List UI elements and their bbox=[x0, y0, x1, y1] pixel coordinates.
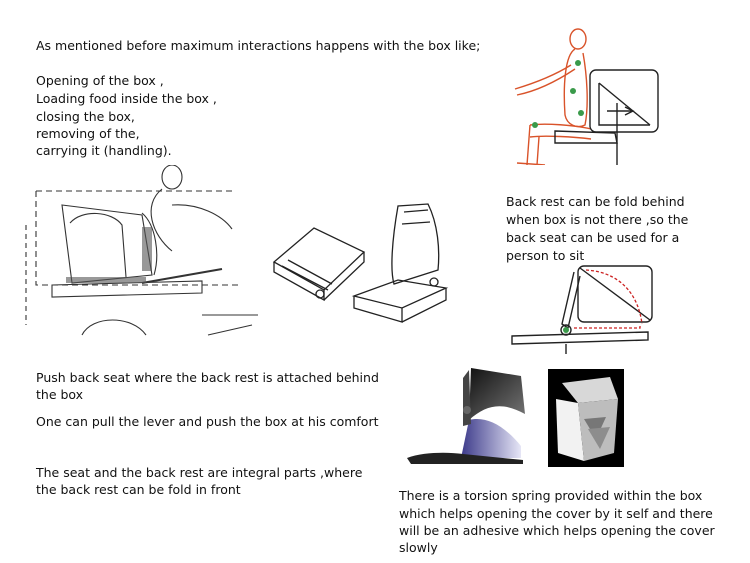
integral-note-line2: the back rest can be fold in front bbox=[36, 482, 241, 497]
intro-item-close: closing the box, bbox=[36, 109, 135, 124]
torsion-note-line3: will be an adhesive which helps opening … bbox=[399, 523, 715, 538]
torsion-note-line2: which helps opening the cover by it self… bbox=[399, 506, 713, 521]
intro-item-remove: removing of the, bbox=[36, 126, 140, 141]
push-note-line1: Push back seat where the back rest is at… bbox=[36, 370, 379, 385]
car-interior-sketch bbox=[22, 165, 262, 337]
backrest-note-line4: person to sit bbox=[506, 248, 585, 263]
backrest-note-line2: when box is not there ,so the bbox=[506, 212, 689, 227]
seat-fold-sketch bbox=[268, 200, 458, 330]
intro-item-open: Opening of the box , bbox=[36, 73, 164, 88]
box-open-render bbox=[548, 369, 624, 467]
torsion-note-line4: slowly bbox=[399, 540, 438, 555]
intro-item-carry: carrying it (handling). bbox=[36, 143, 172, 158]
box-seat-render bbox=[403, 364, 528, 469]
torsion-note-line1: There is a torsion spring provided withi… bbox=[399, 488, 703, 503]
integral-note-line1: The seat and the back rest are integral … bbox=[36, 465, 363, 480]
backrest-note-line3: back seat can be used for a bbox=[506, 230, 680, 245]
seated-person-sketch bbox=[505, 25, 670, 165]
intro-heading: As mentioned before maximum interactions… bbox=[36, 38, 481, 53]
push-note-line2: the box bbox=[36, 387, 84, 402]
lever-note: One can pull the lever and push the box … bbox=[36, 414, 379, 429]
intro-item-load: Loading food inside the box , bbox=[36, 91, 217, 106]
folding-backrest-sketch bbox=[508, 262, 658, 354]
backrest-note-line1: Back rest can be fold behind bbox=[506, 194, 685, 209]
